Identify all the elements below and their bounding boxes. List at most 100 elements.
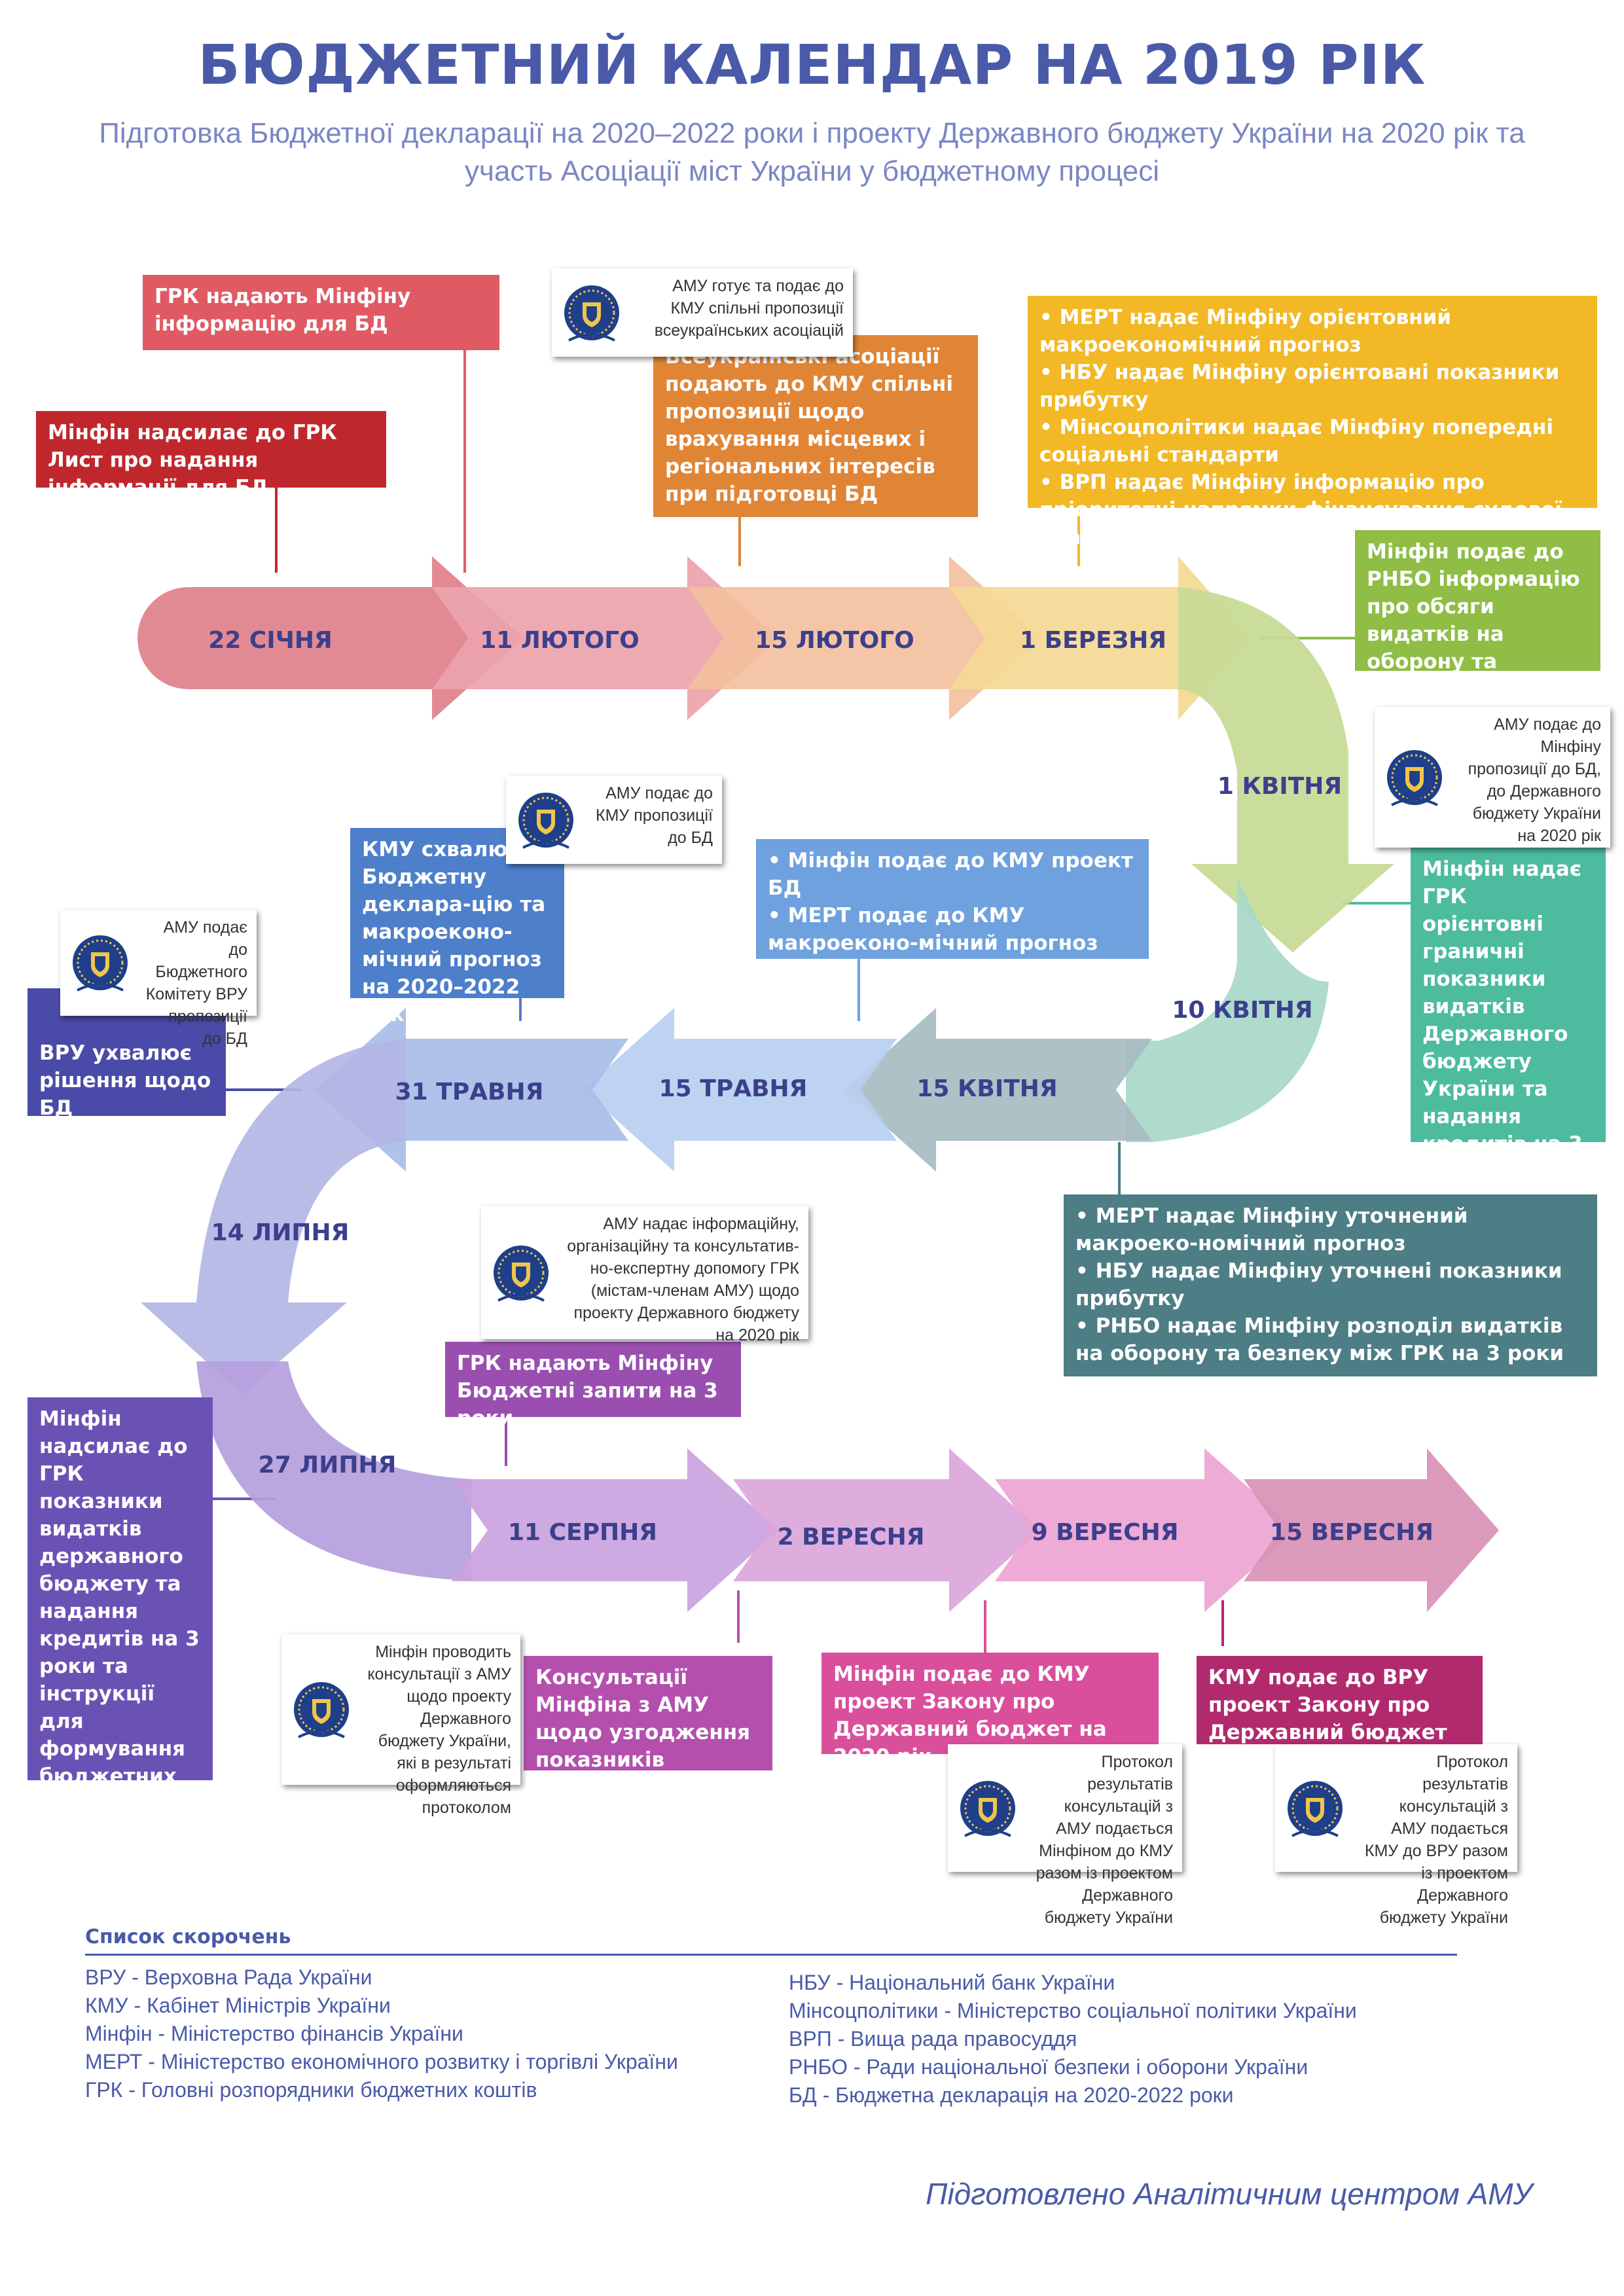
event-box-may15: Мінфін подає до КМУ проект БД МЕРТ подає… <box>756 839 1149 959</box>
date-label-jul27: 27 ЛИПНЯ <box>259 1452 397 1479</box>
abbreviations-right: НБУ - Національний банк України Мінсоцпо… <box>789 1969 1357 2109</box>
event-item: МЕРТ надає Мінфіну орієнтовний макроекон… <box>1039 304 1585 359</box>
date-label-jul14: 14 ЛИПНЯ <box>211 1219 350 1246</box>
event-box-rnbo: Мінфін подає до РНБО інформацію про обся… <box>1355 530 1600 701</box>
amu-note-text: Протокол результатів консультацій з АМУ … <box>1036 1753 1173 1927</box>
event-text: Мінфін надає ГРК орієнтовні граничні пок… <box>1422 857 1583 1183</box>
amu-logo-icon <box>1386 748 1443 806</box>
date-label-apr10: 10 КВІТНЯ <box>1172 997 1312 1024</box>
event-item: ВРП надає Мінфіну інформацію про пріорит… <box>1039 469 1585 551</box>
abbreviation-item: БД - Бюджетна декларація на 2020-2022 ро… <box>789 2083 1234 2107</box>
event-text: КМУ схвалює Бюджетну деклара-цію та макр… <box>362 838 546 1026</box>
date-label-aug11: 11 СЕРПНЯ <box>508 1519 657 1546</box>
abbreviation-item: Мінфін - Міністерство фінансів України <box>85 2022 463 2045</box>
amu-note-text: Протокол результатів консультацій з АМУ … <box>1364 1753 1508 1927</box>
date-label-sep9: 9 ВЕРЕСНЯ <box>1032 1519 1179 1546</box>
amu-note-sep2: Протокол результатів консультацій з АМУ … <box>948 1744 1182 1927</box>
amu-note-feb15: АМУ готує та подає до КМУ спільні пропоз… <box>552 268 853 357</box>
amu-note-sep15: Протокол результатів консультацій з АМУ … <box>1275 1744 1517 1927</box>
date-arrow-apr10 <box>1126 877 1329 1142</box>
event-list-mar1: МЕРТ надає Мінфіну орієнтовний макроекон… <box>1039 304 1585 551</box>
amu-note-text: АМУ готує та подає до КМУ спільні пропоз… <box>654 277 844 340</box>
amu-note-aug11: Мінфін проводить консультації з АМУ щодо… <box>281 1634 520 1817</box>
event-box-sep15: КМУ подає до ВРУ проект Закону про Держа… <box>1197 1656 1483 1772</box>
abbreviations-left: ВРУ - Верховна Рада України КМУ - Кабіне… <box>85 1964 678 2104</box>
amu-note-text: АМУ надає інформаційну, організаційну та… <box>567 1215 799 1344</box>
event-text: Мінфін надсилає до ГРК показники видаткі… <box>39 1407 200 1816</box>
event-item: НБУ надає Мінфіну орієнтовані показники … <box>1039 359 1585 414</box>
date-label-may15: 15 ТРАВНЯ <box>659 1075 808 1102</box>
event-text: Мінфін подає до КМУ проект Закону про Де… <box>833 1662 1107 1768</box>
page-subtitle: Підготовка Бюджетної декларації на 2020–… <box>99 117 1525 187</box>
event-text: Мінфін подає до РНБО інформацію про обся… <box>1367 540 1581 701</box>
amu-logo-icon <box>563 283 621 342</box>
event-box-feb15: Всеукраїнські асоціації подають до КМУ с… <box>653 335 978 517</box>
date-arrow-jan22 <box>137 556 524 720</box>
abbreviation-item: ГРК - Головні розпорядники бюджетних кош… <box>85 2078 537 2102</box>
event-box-jan22: Мінфін надсилає до ГРК Лист про надання … <box>36 411 386 499</box>
event-list-may15: Мінфін подає до КМУ проект БД МЕРТ подає… <box>768 847 1137 957</box>
date-label-may31: 31 ТРАВНЯ <box>395 1079 544 1105</box>
abbreviations-divider <box>85 1954 1457 1956</box>
amu-logo-icon <box>517 791 575 849</box>
amu-note-text: Мінфін проводить консультації з АМУ щодо… <box>367 1643 511 1817</box>
amu-logo-icon <box>71 934 129 992</box>
abbreviations-title: Список скорочень <box>85 1926 291 1948</box>
amu-note-text: АМУ подає до КМУ пропозиції до БД <box>596 784 713 847</box>
abbreviation-item: КМУ - Кабінет Міністрів України <box>85 1994 391 2017</box>
page-title: БЮДЖЕТНИЙ КАЛЕНДАР НА 2019 РІК <box>198 33 1426 97</box>
date-arrow-sep9 <box>995 1448 1296 1612</box>
amu-note-may31: АМУ подає до КМУ пропозиції до БД <box>506 776 722 864</box>
abbreviation-item: Мінсоцполітики - Міністерство соціальної… <box>789 1999 1357 2022</box>
amu-logo-icon <box>492 1244 550 1302</box>
date-label-apr1: 1 КВІТНЯ <box>1218 773 1342 800</box>
amu-note-apr1: АМУ подає до Мінфіну пропозиції до БД, д… <box>1375 707 1610 848</box>
event-item: РНБО надає Мінфіну розподіл видатків на … <box>1075 1312 1585 1367</box>
event-box-feb11: ГРК надають Мінфіну інформацію для БД <box>143 275 499 350</box>
amu-logo-icon <box>959 1779 1017 1837</box>
date-arrow-mar1 <box>949 556 1250 720</box>
date-arrow-may15 <box>583 1008 897 1172</box>
footer-credit: Підготовлено Аналітичним центром АМУ <box>926 2177 1532 2211</box>
event-box-jul27: ГРК надають Мінфіну Бюджетні запити на 3… <box>445 1342 741 1430</box>
amu-note-jul27: АМУ надає інформаційну, організаційну та… <box>481 1206 808 1344</box>
connector-lines <box>213 350 1411 1653</box>
date-arrow-sep2 <box>733 1448 1041 1612</box>
event-text: КМУ подає до ВРУ проект Закону про Держа… <box>1208 1666 1447 1772</box>
amu-logo-icon <box>1286 1779 1344 1837</box>
event-text: Консультації Мінфіна з АМУ щодо узгоджен… <box>535 1666 751 1799</box>
date-arrow-aug11 <box>452 1448 779 1612</box>
event-box-sep2: Мінфін подає до КМУ проект Закону про Де… <box>821 1653 1159 1768</box>
date-arrow-feb11 <box>432 556 779 720</box>
event-box-apr15: МЕРТ надає Мінфіну уточнений макроеко-но… <box>1064 1194 1597 1376</box>
date-label-feb11: 11 ЛЮТОГО <box>480 627 640 654</box>
event-box-jul14: Мінфін надсилає до ГРК показники видаткі… <box>27 1397 213 1816</box>
date-label-sep2: 2 ВЕРЕСНЯ <box>778 1524 925 1551</box>
date-label-sep15: 15 ВЕРЕСНЯ <box>1270 1519 1434 1546</box>
event-box-mar1: МЕРТ надає Мінфіну орієнтовний макроекон… <box>1028 296 1597 549</box>
abbreviation-item: ВРУ - Верховна Рада України <box>85 1965 372 1989</box>
date-arrows <box>137 556 1499 1612</box>
date-arrow-jul14 <box>141 1039 406 1394</box>
date-label-apr15: 15 КВІТНЯ <box>916 1075 1057 1102</box>
abbreviation-item: ВРП - Вища рада правосуддя <box>789 2027 1077 2051</box>
date-arrow-apr1 <box>1178 587 1394 952</box>
event-text: Всеукраїнські асоціації подають до КМУ с… <box>665 345 953 506</box>
amu-logo-icon <box>293 1681 350 1738</box>
date-arrow-apr15 <box>844 1008 1152 1172</box>
event-item: Мінсоцполітики надає Мінфіну попередні с… <box>1039 414 1585 469</box>
amu-note-vru: АМУ подає до Бюджетного Комітету ВРУ про… <box>60 910 257 1048</box>
date-label-feb15: 15 ЛЮТОГО <box>755 627 914 654</box>
date-arrow-sep15 <box>1244 1448 1499 1612</box>
date-label-mar1: 1 БЕРЕЗНЯ <box>1020 627 1166 654</box>
abbreviation-item: МЕРТ - Міністерство економічного розвитк… <box>85 2050 678 2073</box>
event-text: Мінфін надсилає до ГРК Лист про надання … <box>48 421 337 499</box>
event-text: ГРК надають Мінфіну Бюджетні запити на 3… <box>457 1352 718 1430</box>
date-arrow-feb15 <box>687 556 1041 720</box>
event-text: ГРК надають Мінфіну інформацію для БД <box>154 285 411 336</box>
date-label-jan22: 22 СІЧНЯ <box>208 627 332 654</box>
amu-note-text: АМУ подає до Бюджетного Комітету ВРУ про… <box>145 918 247 1048</box>
abbreviation-item: РНБО - Ради національної безпеки і оборо… <box>789 2055 1308 2079</box>
date-labels: 22 СІЧНЯ 11 ЛЮТОГО 15 ЛЮТОГО 1 БЕРЕЗНЯ 1 КВІ… <box>208 627 1434 1551</box>
